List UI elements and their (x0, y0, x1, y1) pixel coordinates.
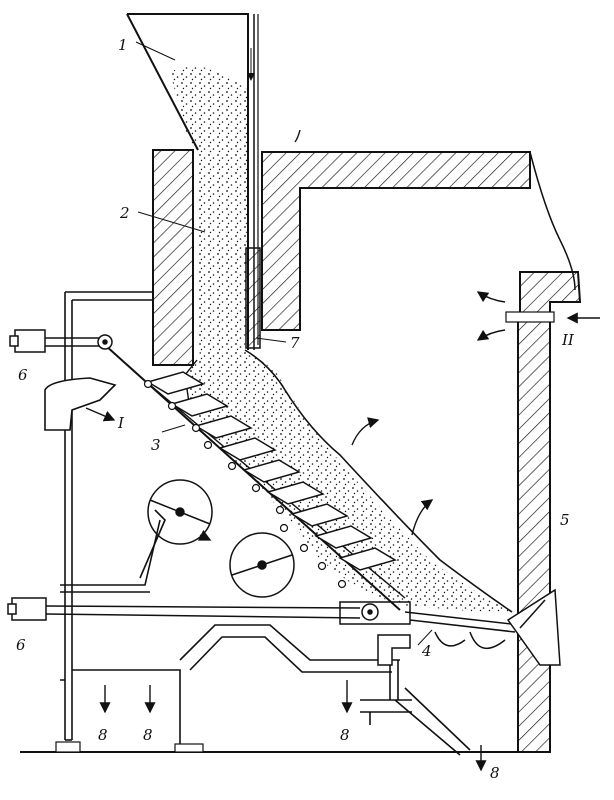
callout-drive-lower: 6 (16, 636, 26, 654)
gate-plate (245, 14, 261, 350)
callout-drive-upper: 6 (18, 366, 28, 384)
ash-pusher (377, 588, 561, 666)
callout-ash-outlet-4: 8 (490, 764, 500, 782)
callout-ash-outlet-1: 8 (98, 726, 108, 744)
rake-upper (147, 479, 213, 545)
left-wall (152, 149, 194, 366)
casing-frame (60, 291, 471, 756)
ash-outlet-arrows (99, 680, 487, 772)
callout-air-secondary: II (561, 331, 575, 349)
callout-furnace: 5 (560, 511, 570, 529)
callout-ash-outlet-2: 8 (143, 726, 153, 744)
callout-fuel-layer: 2 (119, 204, 130, 222)
drive-lower (7, 597, 411, 625)
inclined-grate (104, 344, 406, 611)
rake-lower (229, 532, 295, 598)
primary-air-duct (44, 377, 117, 431)
drive-upper (9, 329, 113, 353)
callout-hopper: 1 (118, 36, 128, 54)
callout-gate: 7 (290, 334, 300, 352)
callout-grate: 3 (151, 436, 161, 454)
gas-flow-arrows (294, 129, 506, 536)
callout-ash-part: 4 (421, 642, 432, 660)
callout-air-primary: I (117, 414, 125, 432)
roof-arch (261, 151, 531, 331)
callout-ash-outlet-3: 8 (340, 726, 350, 744)
